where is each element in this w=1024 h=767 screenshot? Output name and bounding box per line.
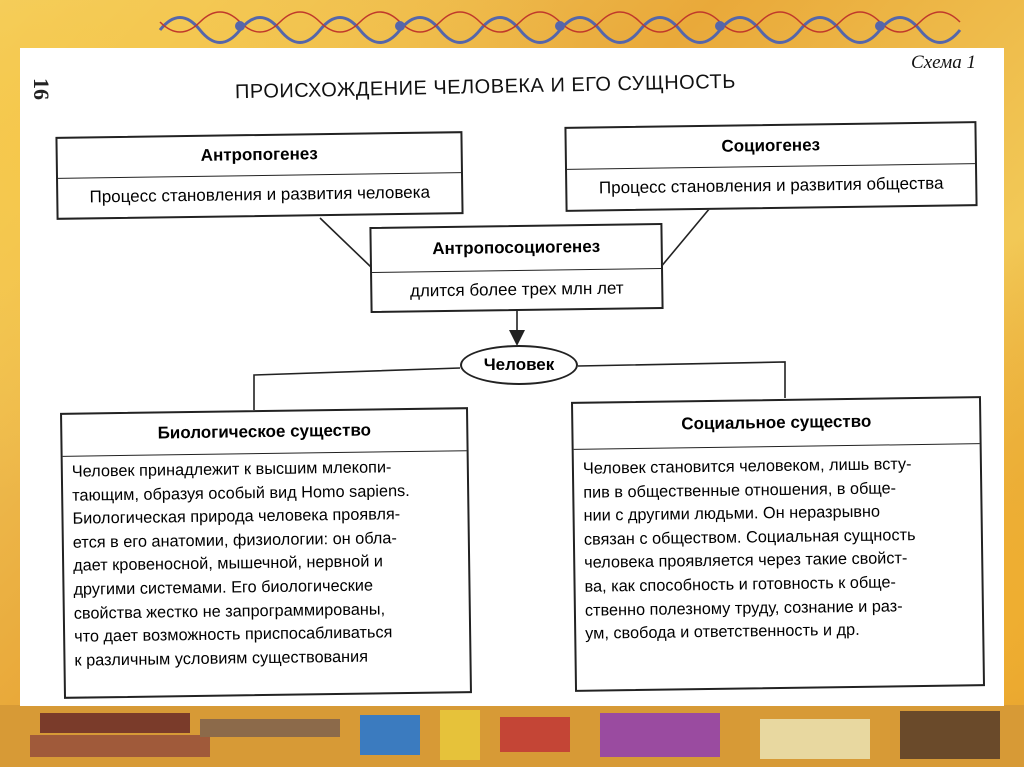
connector-sociogenesis [659,207,711,269]
diagram-page: 16 Схема 1 ПРОИСХОЖДЕНИЕ ЧЕЛОВЕКА И ЕГО … [20,48,1004,706]
page-number: 16 [29,78,54,100]
anthropogenesis-title: Антропогенез [57,133,461,179]
connector-biological [253,367,461,413]
diagram-connectors [253,207,786,413]
decorative-ornament-border [158,11,962,44]
biological-being-title: Биологическое существо [62,409,467,457]
social-being-title: Социальное существо [573,398,980,450]
social-line: ум, свобода и ответственность и др. [585,621,860,643]
biological-line: к различным условиям существования [74,647,369,670]
biological-being-box: Биологическое существо Человек принадлеж… [60,407,472,699]
anthropogenesis-description: Процесс становления и развития человека [89,182,431,207]
anthroposociogenesis-title: Антропосоциогенез [371,224,662,274]
social-being-box: Социальное существо Человек становится ч… [570,396,986,692]
sociogenesis-title: Социогенез [566,123,975,170]
schema-label: Схема 1 [911,52,976,73]
anthropogenesis-box: Антропогенез Процесс становления и разви… [55,131,464,220]
social-being-text: Человек становится человеком, лишь всту-… [574,444,983,646]
biological-being-text: Человек принадлежит к высшим млекопи- та… [63,451,470,673]
sociogenesis-description: Процесс становления и развития общества [598,173,944,198]
connector-social [577,361,786,398]
connector-anthropogenesis [319,217,373,269]
person-node: Человек [460,345,578,385]
anthroposociogenesis-box: Антропосоциогенез длится более трех млн … [369,222,664,314]
sociogenesis-box: Социогенез Процесс становления и развити… [564,121,978,212]
decorative-books-strip [0,705,1024,767]
anthroposociogenesis-description: длится более трех млн лет [409,278,624,301]
